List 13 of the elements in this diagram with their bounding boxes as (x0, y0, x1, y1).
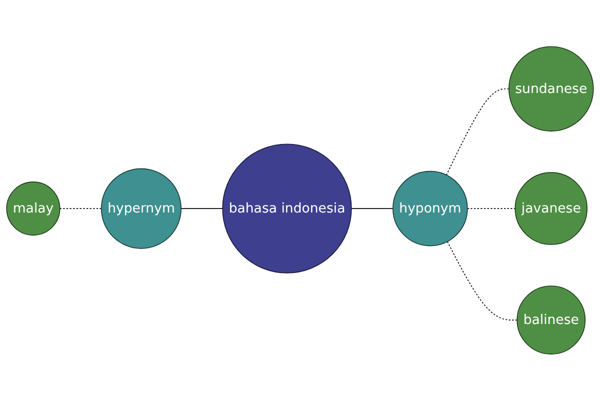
node-circle: sundanese (508, 46, 594, 132)
connector (59, 208, 102, 209)
node-circle: malay (6, 181, 60, 236)
connector (180, 208, 224, 209)
node-circle: javanese (514, 172, 588, 245)
connector (467, 208, 516, 209)
connector (446, 240, 518, 320)
connector (351, 208, 394, 209)
node-circle: hypernym (100, 168, 182, 248)
connector (446, 88, 510, 176)
node-circle: bahasa indonesia (222, 143, 352, 274)
node-circle: balinese (516, 285, 586, 354)
node-circle: hyponym (392, 170, 468, 246)
